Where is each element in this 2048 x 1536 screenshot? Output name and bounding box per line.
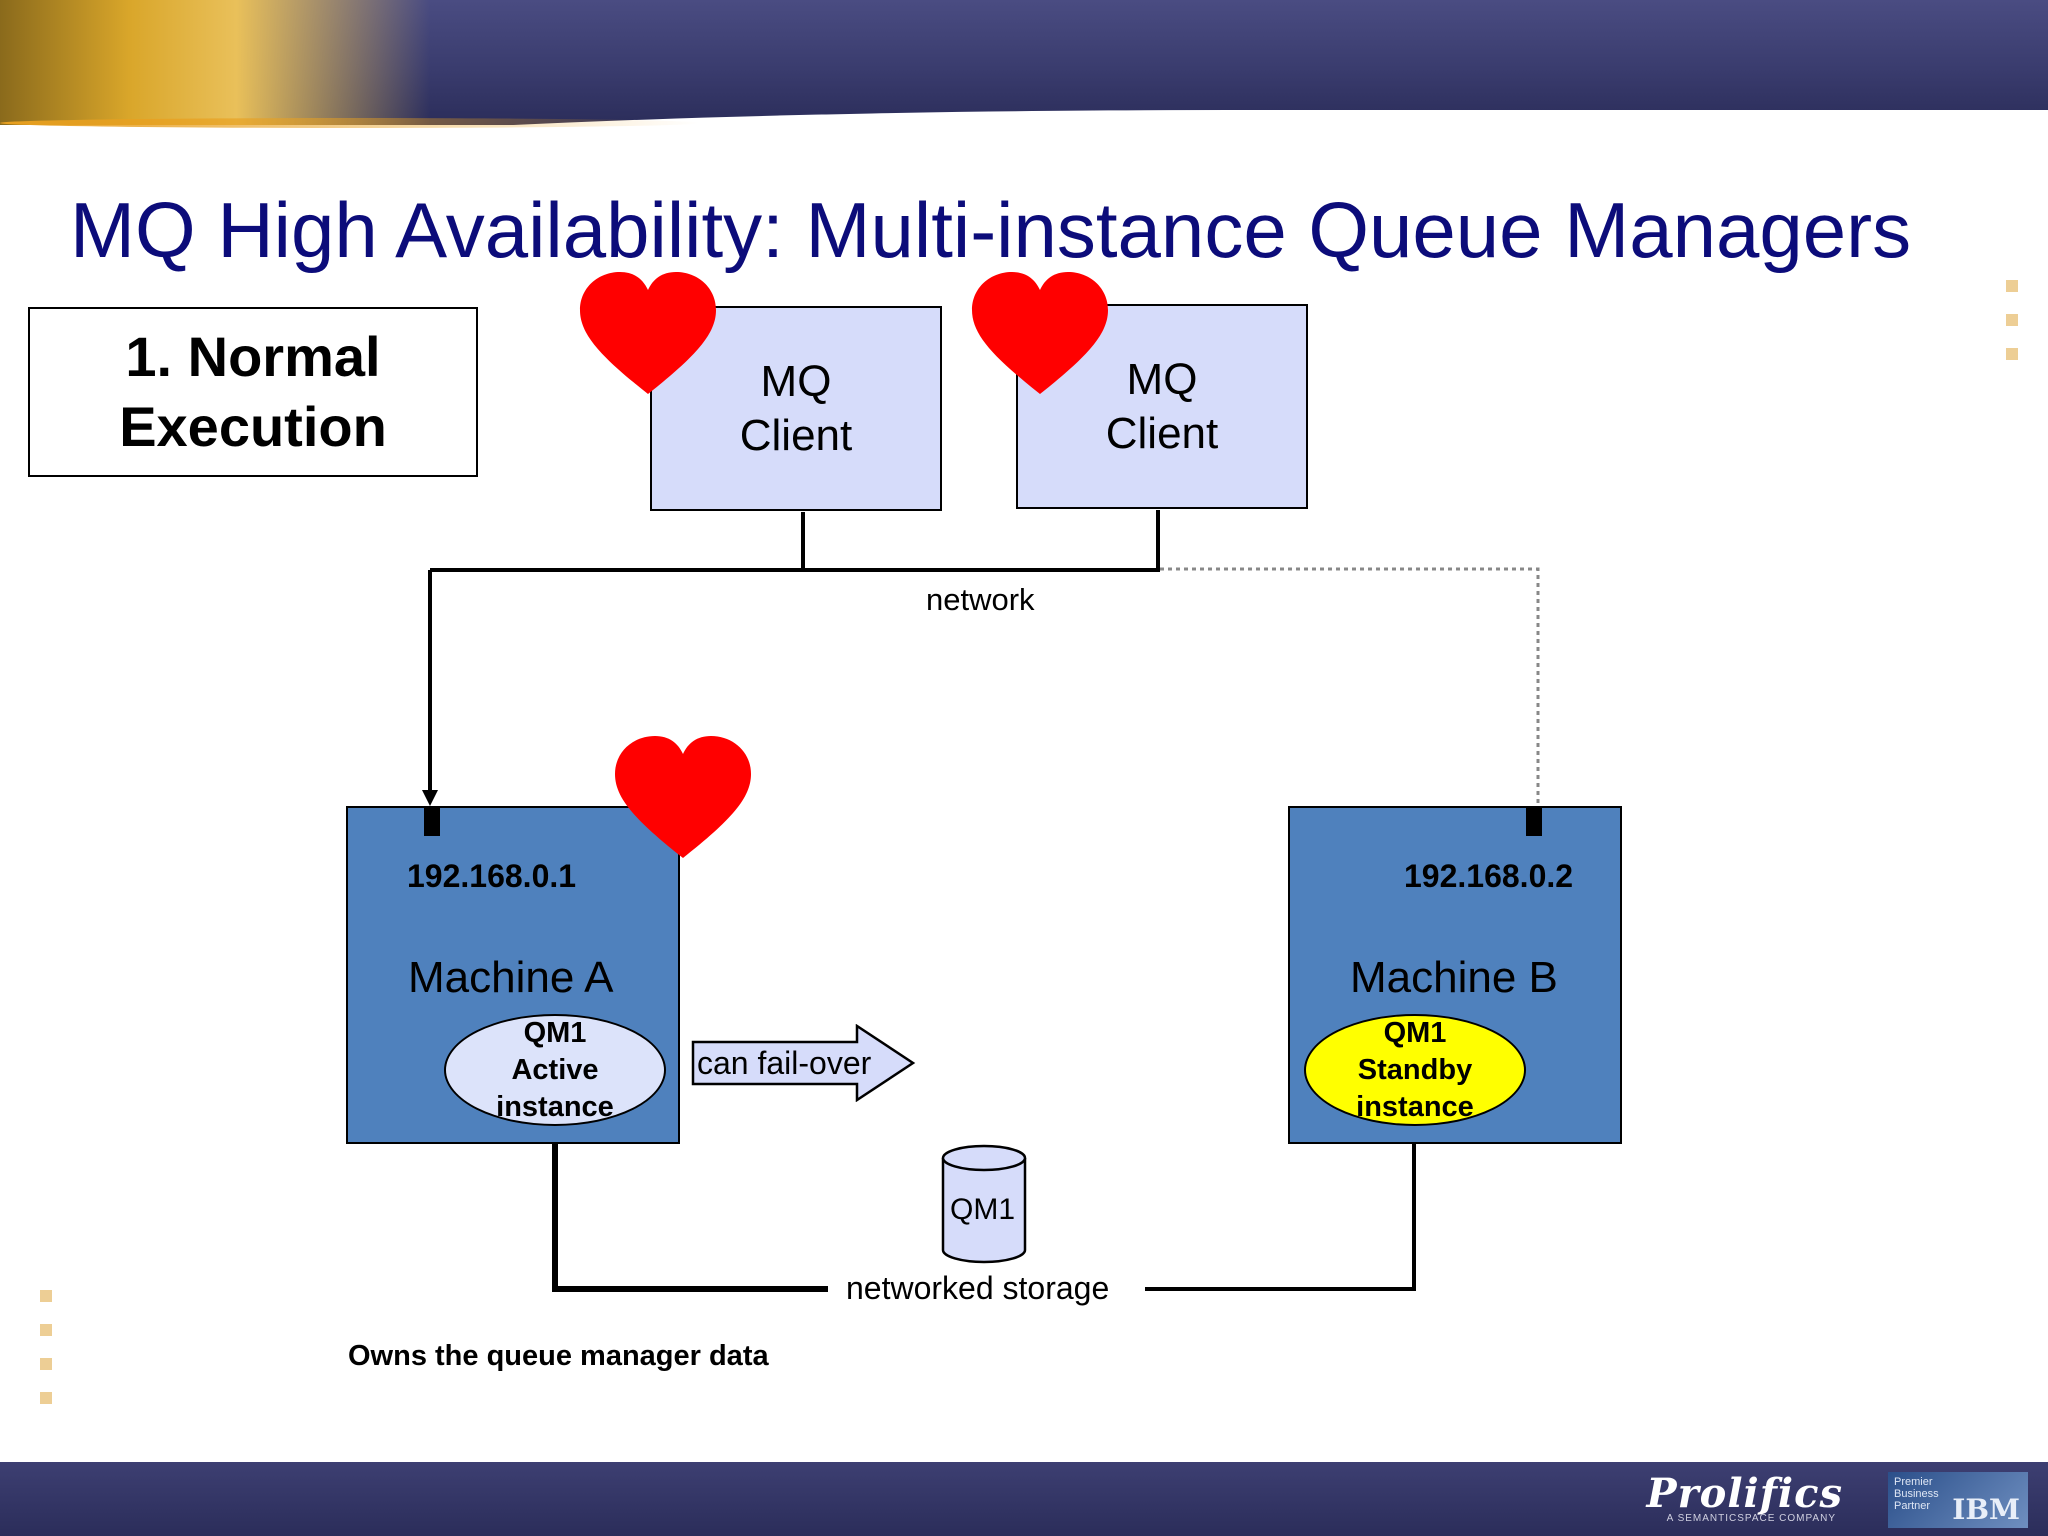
- step-box: 1. Normal Execution: [28, 307, 478, 477]
- left-accent: [40, 1290, 52, 1426]
- machine-b-ip: 192.168.0.2: [1404, 858, 1574, 894]
- qm1-active-line3: instance: [496, 1090, 614, 1123]
- machine-a: 192.168.0.1 Machine A QM1 Active instanc…: [346, 806, 680, 1144]
- network-label: network: [926, 582, 1035, 617]
- mq-client-2: MQ Client: [1016, 304, 1308, 509]
- arrow-right-icon: [691, 1024, 916, 1102]
- caption: Owns the queue manager data: [348, 1340, 769, 1372]
- prolifics-logo-sub: A SEMANTICSPACE COMPANY: [1666, 1513, 1836, 1524]
- mq-client-2-line1: MQ: [1126, 354, 1198, 404]
- machine-b-port: [1526, 806, 1542, 836]
- ibm-brand: IBM: [1952, 1493, 2020, 1526]
- partner-text: Premier Business Partner: [1894, 1476, 1939, 1512]
- failover-label: can fail-over: [697, 1045, 872, 1081]
- storage-label: networked storage: [846, 1270, 1110, 1306]
- header-accent: [0, 118, 700, 128]
- machine-b: 192.168.0.2 Machine B QM1 Standby instan…: [1288, 806, 1622, 1144]
- prolifics-logo: Prolifics: [1646, 1470, 1843, 1517]
- qm1-standby-instance: QM1 Standby instance: [1304, 1014, 1526, 1126]
- qm1-standby-line1: QM1: [1383, 1016, 1447, 1049]
- step-line1: 1. Normal: [125, 325, 381, 388]
- header-photo: [0, 0, 430, 125]
- mq-client-1-line1: MQ: [760, 356, 832, 406]
- machine-b-name: Machine B: [1350, 953, 1558, 1002]
- step-line2: Execution: [119, 395, 387, 458]
- machine-a-name: Machine A: [408, 953, 614, 1002]
- machine-a-port: [424, 806, 440, 836]
- ibm-partner-logo: Premier Business Partner IBM: [1888, 1472, 2028, 1528]
- qm1-standby-line2: Standby: [1357, 1053, 1473, 1086]
- slide-title: MQ High Availability: Multi-instance Que…: [70, 186, 1912, 274]
- qm1-active-line2: Active: [511, 1053, 599, 1086]
- qm1-active-instance: QM1 Active instance: [444, 1014, 666, 1126]
- mq-client-2-line2: Client: [1105, 408, 1219, 458]
- qm1-standby-line3: instance: [1356, 1090, 1474, 1123]
- mq-client-1-line2: Client: [739, 410, 853, 460]
- side-accent: [2006, 280, 2018, 382]
- header-bar: [0, 0, 2048, 125]
- mq-client-1: MQ Client: [650, 306, 942, 511]
- qm1-active-line1: QM1: [523, 1016, 587, 1049]
- machine-a-ip: 192.168.0.1: [407, 858, 577, 894]
- storage-cylinder-label: QM1: [950, 1193, 1016, 1226]
- footer-bar: [0, 1462, 2048, 1536]
